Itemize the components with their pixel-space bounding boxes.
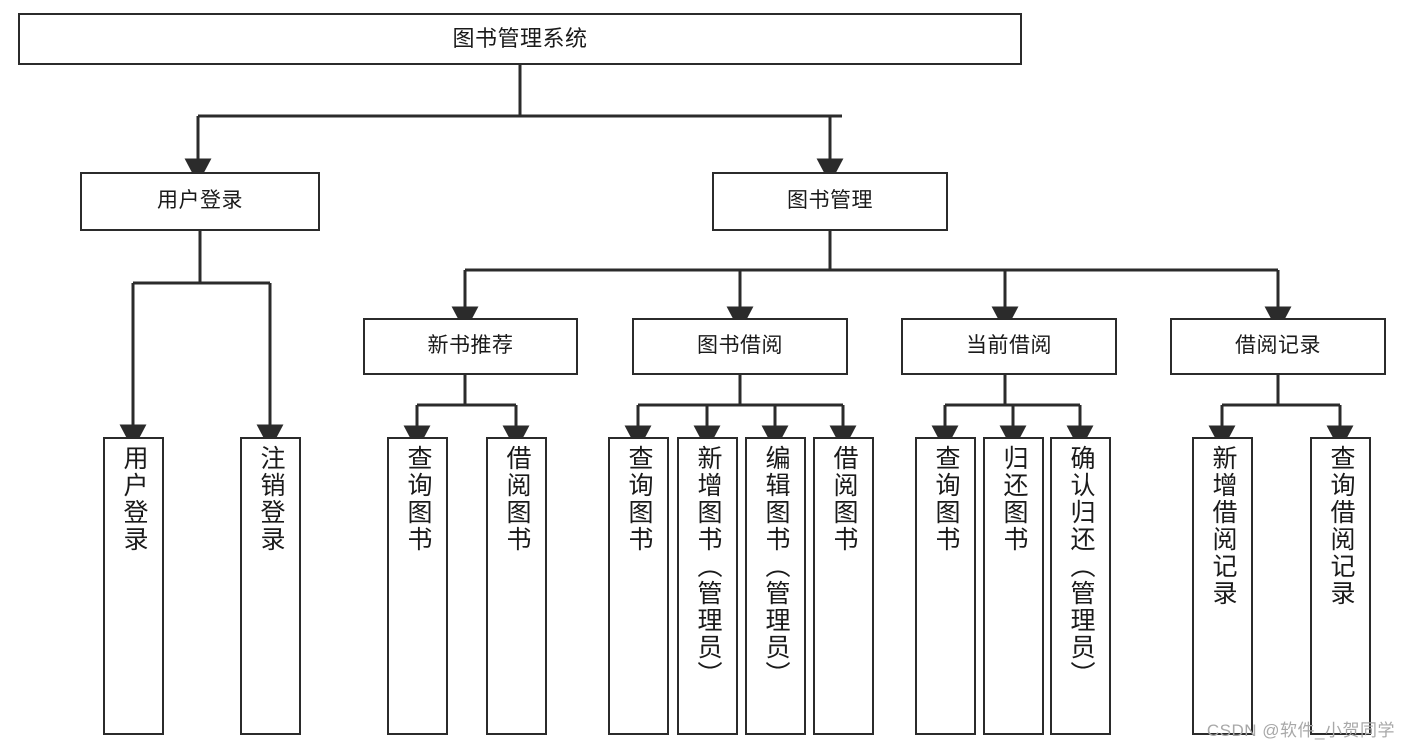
node-root[interactable]: 图书管理系统 [18,13,1022,65]
node-root-label: 图书管理系统 [452,25,588,51]
node-leaf-query-book-3-label: 查询图书 [932,445,960,553]
node-book-management-label: 图书管理 [787,189,873,213]
node-leaf-add-book-label: 新增图书（管理员） [694,445,722,688]
node-leaf-return-book-label: 归还图书 [1000,445,1028,553]
node-book-borrow[interactable]: 图书借阅 [632,318,848,375]
node-leaf-borrow-book-2[interactable]: 借阅图书 [813,437,874,735]
node-leaf-query-book-3[interactable]: 查询图书 [915,437,976,735]
node-book-management[interactable]: 图书管理 [712,172,948,231]
node-leaf-user-login-label: 用户登录 [120,445,148,553]
node-leaf-return-book[interactable]: 归还图书 [983,437,1044,735]
node-user-login[interactable]: 用户登录 [80,172,320,231]
node-current-borrow[interactable]: 当前借阅 [901,318,1117,375]
node-leaf-confirm-return-label: 确认归还（管理员） [1067,445,1095,688]
node-leaf-borrow-book-2-label: 借阅图书 [830,445,858,553]
watermark-text: CSDN @软件_小贺同学 [1206,721,1395,740]
node-leaf-query-record[interactable]: 查询借阅记录 [1310,437,1371,735]
node-book-borrow-label: 图书借阅 [697,334,783,358]
node-leaf-user-login[interactable]: 用户登录 [103,437,164,735]
node-leaf-query-book-2[interactable]: 查询图书 [608,437,669,735]
node-borrow-record[interactable]: 借阅记录 [1170,318,1386,375]
node-new-book-recommend-label: 新书推荐 [427,334,514,358]
node-leaf-borrow-book-1[interactable]: 借阅图书 [486,437,547,735]
node-leaf-add-record[interactable]: 新增借阅记录 [1192,437,1253,735]
node-new-book-recommend[interactable]: 新书推荐 [363,318,578,375]
node-leaf-borrow-book-1-label: 借阅图书 [503,445,531,553]
node-leaf-edit-book-label: 编辑图书（管理员） [762,445,790,688]
node-leaf-edit-book[interactable]: 编辑图书（管理员） [745,437,806,735]
node-current-borrow-label: 当前借阅 [966,334,1052,358]
node-leaf-confirm-return[interactable]: 确认归还（管理员） [1050,437,1111,735]
node-leaf-user-logout[interactable]: 注销登录 [240,437,301,735]
node-borrow-record-label: 借阅记录 [1235,334,1321,358]
node-leaf-query-book-2-label: 查询图书 [625,445,653,553]
node-leaf-add-record-label: 新增借阅记录 [1209,445,1237,607]
node-user-login-label: 用户登录 [157,189,243,213]
node-leaf-query-record-label: 查询借阅记录 [1327,445,1355,607]
node-leaf-query-book-1[interactable]: 查询图书 [387,437,448,735]
node-leaf-user-logout-label: 注销登录 [257,445,285,553]
node-leaf-add-book[interactable]: 新增图书（管理员） [677,437,738,735]
node-leaf-query-book-1-label: 查询图书 [404,445,432,553]
